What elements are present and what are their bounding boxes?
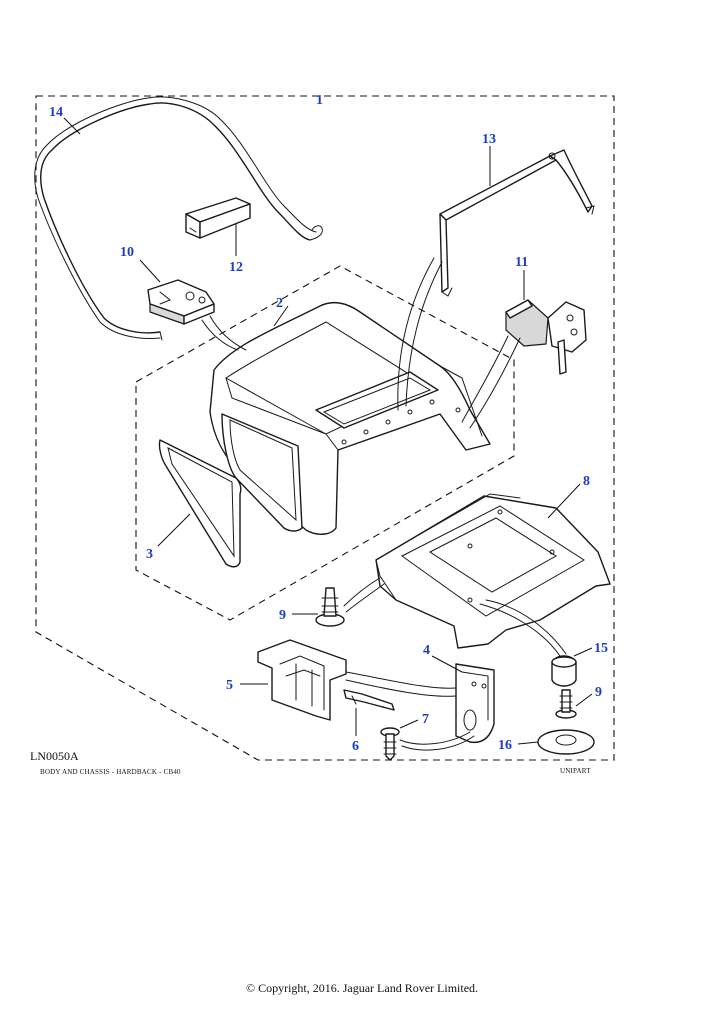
assembly-boundary-outer bbox=[35, 95, 615, 761]
callout-3: 3 bbox=[146, 547, 153, 562]
washer-part-16 bbox=[537, 729, 595, 755]
spacer-part-15 bbox=[551, 655, 577, 687]
callout-1: 1 bbox=[316, 93, 323, 108]
callout-14: 14 bbox=[49, 105, 63, 120]
hinge-part-11 bbox=[505, 299, 587, 375]
copyright-notice: © Copyright, 2016. Jaguar Land Rover Lim… bbox=[245, 981, 479, 995]
interior-panel-part-12 bbox=[185, 197, 251, 239]
callout-11: 11 bbox=[515, 255, 528, 270]
figure-code: LN0050A bbox=[30, 749, 79, 763]
brand-label: UNIPART bbox=[560, 767, 591, 775]
callout-9-right: 9 bbox=[595, 685, 602, 700]
callout-5: 5 bbox=[226, 678, 233, 693]
callout-8: 8 bbox=[583, 474, 590, 489]
side-glass-part-3 bbox=[158, 439, 242, 568]
callout-13: 13 bbox=[482, 132, 496, 147]
hardtop-shell-part-2 bbox=[209, 301, 491, 535]
callout-16: 16 bbox=[498, 738, 512, 753]
callout-10: 10 bbox=[120, 245, 134, 260]
assembly-boundary-inner bbox=[135, 265, 515, 621]
hood-frame-part-13 bbox=[439, 149, 595, 297]
callout-labels: 1 2 3 4 5 6 7 8 9 9 10 11 12 13 14 15 16 bbox=[49, 93, 608, 754]
callout-12: 12 bbox=[229, 260, 243, 275]
guide-lines bbox=[201, 257, 567, 751]
pillar-part-4 bbox=[455, 663, 495, 744]
fixing-screw-part-9-right bbox=[555, 689, 577, 719]
callout-9-left: 9 bbox=[279, 608, 286, 623]
windscreen-seal-part-14 bbox=[34, 96, 323, 341]
screw-part-7 bbox=[380, 727, 400, 761]
clip-part-6 bbox=[343, 689, 395, 711]
callout-2: 2 bbox=[276, 296, 283, 311]
callout-6: 6 bbox=[352, 739, 359, 754]
callout-4: 4 bbox=[423, 643, 430, 658]
callout-15: 15 bbox=[594, 641, 608, 656]
headlining-part-8 bbox=[375, 493, 611, 649]
fixing-screw-part-9-left bbox=[315, 587, 345, 627]
catch-bracket-part-10 bbox=[147, 279, 215, 325]
callout-7: 7 bbox=[422, 712, 429, 727]
bracket-part-5 bbox=[257, 639, 347, 721]
leader-lines bbox=[63, 117, 593, 745]
figure-caption: BODY AND CHASSIS - HARDBACK - CB40 bbox=[40, 768, 181, 776]
